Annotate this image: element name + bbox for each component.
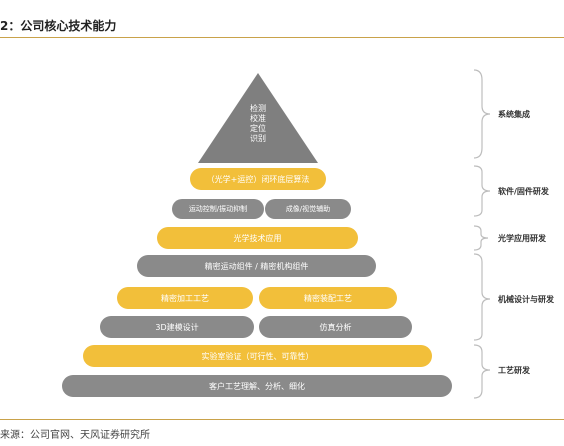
figure-title: 2：公司核心技术能力 <box>0 19 117 33</box>
apex-line-2: 校准 <box>250 114 266 123</box>
pyramid-apex-triangle <box>198 73 318 163</box>
brace-mechanical-design <box>473 253 491 341</box>
apex-line-1: 检测 <box>250 104 266 113</box>
brace-optical-application <box>473 225 489 251</box>
layer-customer-process: 客户工艺理解、分析、细化 <box>62 375 452 397</box>
layer-precision-components: 精密运动组件 / 精密机构组件 <box>137 255 376 277</box>
layer-imaging-vision: 成像/视觉辅助 <box>265 199 351 219</box>
bottom-divider <box>0 419 564 420</box>
layer-optical-application: 光学技术应用 <box>157 227 358 249</box>
layer-simulation: 仿真分析 <box>259 316 412 338</box>
layer-precision-machining: 精密加工工艺 <box>117 287 253 309</box>
category-mechanical-design: 机械设计与研发 <box>498 295 554 304</box>
brace-system-integration <box>473 69 491 159</box>
layer-motion-control: 运动控制/振动抑制 <box>172 199 264 219</box>
brace-software-firmware <box>473 165 491 217</box>
layer-3d-modeling: 3D建模设计 <box>100 316 254 338</box>
layer-precision-assembly: 精密装配工艺 <box>259 287 397 309</box>
category-process-rd: 工艺研发 <box>498 366 530 375</box>
apex-line-4: 识别 <box>250 134 266 143</box>
layer-closed-loop-algorithm: （光学+运控）闭环底层算法 <box>190 168 326 190</box>
category-optical-application: 光学应用研发 <box>498 234 546 243</box>
source-note: 来源：公司官网、天风证券研究所 <box>0 430 150 441</box>
top-divider <box>0 37 564 38</box>
brace-process-rd <box>473 344 491 399</box>
category-software-firmware: 软件/固件研发 <box>498 187 549 196</box>
apex-line-3: 定位 <box>250 124 266 133</box>
category-system-integration: 系统集成 <box>498 110 530 119</box>
pyramid-apex-text: 检测 校准 定位 识别 <box>228 104 288 144</box>
layer-lab-verification: 实验室验证（可行性、可靠性） <box>83 345 432 367</box>
